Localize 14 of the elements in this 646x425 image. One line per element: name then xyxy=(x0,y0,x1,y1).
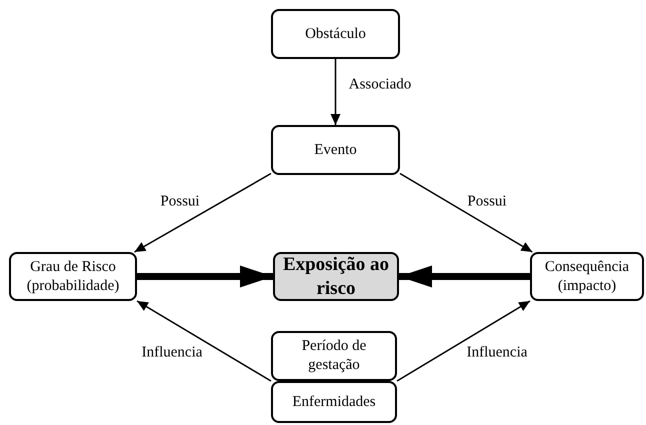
rounded-box: Período de gestação xyxy=(271,331,397,381)
rounded-box: Evento xyxy=(271,125,400,175)
thick-arrow xyxy=(137,266,273,288)
highlighted-box: Exposição ao risco xyxy=(273,252,399,301)
rounded-box: Obstáculo xyxy=(271,9,400,59)
arrow xyxy=(396,300,530,382)
rounded-box: Enfermidades xyxy=(271,381,397,423)
thick-arrow xyxy=(399,266,530,288)
arrow xyxy=(134,172,272,253)
arrow xyxy=(136,300,272,382)
rounded-box: Grau de Risco (probabilidade) xyxy=(9,252,137,301)
rounded-box: Consequência (impacto) xyxy=(530,252,644,301)
arrow xyxy=(330,59,340,125)
arrow xyxy=(400,172,533,253)
